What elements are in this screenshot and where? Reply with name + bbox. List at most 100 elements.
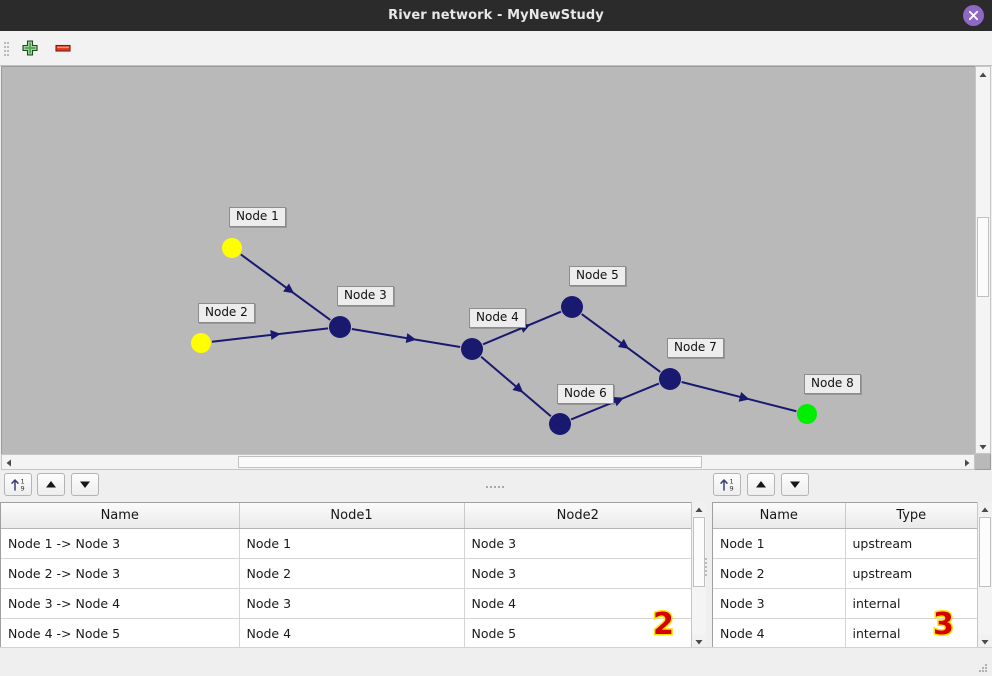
graph-node-label[interactable]: Node 6	[557, 384, 614, 404]
table-cell[interactable]: internal	[845, 618, 977, 647]
graph-nodes	[191, 238, 817, 435]
graph-node-label[interactable]: Node 5	[569, 266, 626, 286]
graph-horizontal-scroll-thumb[interactable]	[238, 456, 702, 468]
graph-node[interactable]	[549, 413, 571, 435]
main-toolbar	[0, 31, 992, 66]
graph-vertical-scroll-thumb[interactable]	[977, 217, 989, 297]
nodes-move-up-button[interactable]	[747, 473, 775, 496]
graph-edges	[211, 253, 797, 421]
svg-text:1: 1	[730, 478, 734, 486]
reaches-scroll-up-arrow[interactable]	[692, 502, 706, 516]
table-cell[interactable]: Node 4	[239, 618, 465, 647]
graph-edge-arrowhead	[283, 283, 295, 294]
table-cell[interactable]: Node 3	[464, 558, 691, 589]
column-header[interactable]: Node1	[239, 503, 465, 529]
window-title: River network - MyNewStudy	[388, 8, 604, 23]
table-cell[interactable]: Node 3	[239, 588, 465, 619]
table-cell[interactable]: Node 3	[713, 588, 846, 619]
graph-scroll-up-arrow[interactable]	[976, 67, 990, 81]
column-header[interactable]: Node2	[464, 503, 691, 529]
graph-horizontal-scrollbar[interactable]	[1, 454, 975, 470]
table-cell[interactable]: Node 4 -> Node 5	[1, 618, 240, 647]
graph-node-label[interactable]: Node 2	[198, 303, 255, 323]
column-header[interactable]: Name	[1, 503, 240, 529]
graph-node[interactable]	[659, 368, 681, 390]
table-cell[interactable]: Node 3	[464, 528, 691, 559]
reaches-sort-button[interactable]: 1 9	[4, 473, 32, 496]
network-graph-canvas[interactable]: Node 1 Node 2 Node 3 Node 4 Node 5 Node 6 Node…	[1, 66, 991, 470]
reaches-move-down-button[interactable]	[71, 473, 99, 496]
panel-splitter[interactable]	[0, 470, 992, 507]
graph-node-label[interactable]: Node 7	[667, 338, 724, 358]
svg-text:1: 1	[21, 478, 25, 486]
resize-grip[interactable]	[979, 664, 988, 673]
graph-edge[interactable]	[240, 253, 331, 321]
table-cell[interactable]: internal	[845, 588, 977, 619]
table-cell[interactable]: Node 1	[239, 528, 465, 559]
graph-scroll-down-arrow[interactable]	[976, 439, 990, 453]
nodes-sort-button[interactable]: 1 9	[713, 473, 741, 496]
graph-node-label[interactable]: Node 3	[337, 286, 394, 306]
table-cell[interactable]: Node 5	[464, 618, 691, 647]
nodes-scroll-thumb[interactable]	[979, 517, 991, 587]
table-cell[interactable]: upstream	[845, 528, 977, 559]
reaches-table-toolbar: 1 9	[4, 473, 114, 497]
graph-node[interactable]	[329, 316, 351, 338]
graph-scroll-right-arrow[interactable]	[960, 455, 974, 469]
reaches-move-up-button[interactable]	[37, 473, 65, 496]
svg-text:9: 9	[730, 485, 734, 493]
column-header[interactable]: Name	[713, 503, 846, 529]
graph-edge[interactable]	[211, 327, 329, 343]
close-icon[interactable]	[963, 5, 984, 26]
graph-node-label[interactable]: Node 8	[804, 374, 861, 394]
graph-vertical-scrollbar[interactable]	[975, 66, 991, 454]
table-cell[interactable]: Node 2 -> Node 3	[1, 558, 240, 589]
tables-splitter-grip[interactable]	[705, 558, 709, 578]
graph-node[interactable]	[561, 296, 583, 318]
reaches-scroll-down-arrow[interactable]	[692, 634, 706, 648]
graph-edge[interactable]	[681, 381, 797, 413]
add-element-button[interactable]	[20, 38, 40, 58]
toolbar-drag-handle[interactable]	[4, 40, 9, 56]
table-cell[interactable]: upstream	[845, 558, 977, 589]
reaches-scroll-thumb[interactable]	[693, 517, 705, 587]
graph-edge[interactable]	[351, 327, 461, 349]
table-cell[interactable]: Node 2	[713, 558, 846, 589]
nodes-scroll-up-arrow[interactable]	[978, 502, 992, 516]
nodes-scroll-down-arrow[interactable]	[978, 634, 992, 648]
graph-node[interactable]	[191, 333, 211, 353]
table-cell[interactable]: Node 1	[713, 528, 846, 559]
reaches-vertical-scrollbar[interactable]	[691, 502, 706, 648]
graph-edge-arrowhead	[738, 392, 750, 402]
status-bar	[0, 647, 992, 676]
network-graph-svg	[191, 238, 817, 435]
graph-node[interactable]	[461, 338, 483, 360]
graph-node-label[interactable]: Node 4	[469, 308, 526, 328]
graph-node[interactable]	[797, 404, 817, 424]
graph-node[interactable]	[222, 238, 242, 258]
graph-node-label[interactable]: Node 1	[229, 207, 286, 227]
table-cell[interactable]: Node 4	[713, 618, 846, 647]
table-cell[interactable]: Node 4	[464, 588, 691, 619]
table-cell[interactable]: Node 3 -> Node 4	[1, 588, 240, 619]
nodes-vertical-scrollbar[interactable]	[977, 502, 992, 648]
table-cell[interactable]: Node 2	[239, 558, 465, 589]
nodes-move-down-button[interactable]	[781, 473, 809, 496]
graph-edge-arrowhead	[612, 396, 625, 407]
table-cell[interactable]: Node 1 -> Node 3	[1, 528, 240, 559]
remove-element-button[interactable]	[53, 38, 73, 58]
graph-scroll-left-arrow[interactable]	[2, 455, 16, 469]
column-header[interactable]: Type	[845, 503, 977, 529]
graph-edge-arrowhead	[405, 333, 417, 344]
